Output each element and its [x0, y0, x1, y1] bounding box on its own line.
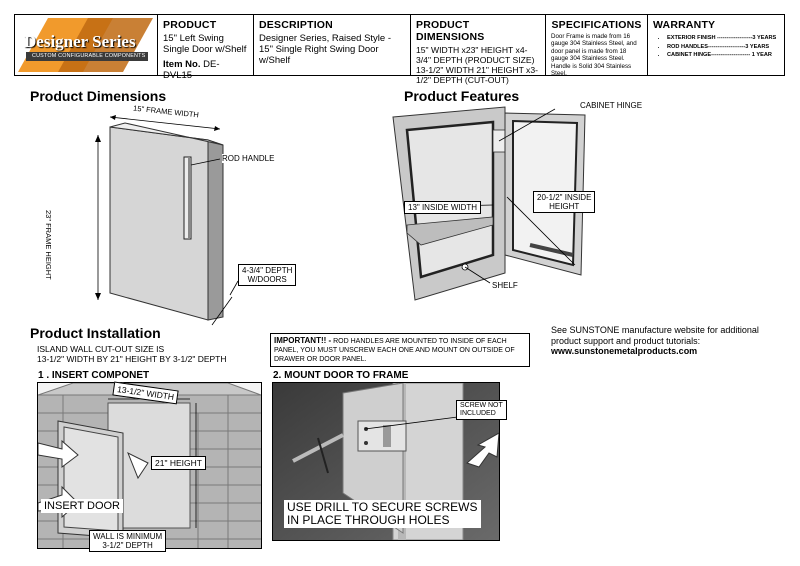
insert-door-label: INSERT DOOR: [41, 499, 123, 513]
door-dimensions-drawing: [95, 115, 239, 326]
dimensions-column: PRODUCT DIMENSIONS 15" WIDTH x23" HEIGHT…: [410, 15, 544, 85]
important-text: ROD HANDLES ARE MOUNTED TO INSIDE OF EAC…: [274, 338, 515, 363]
website-link[interactable]: www.sunstonemetalproducts.com: [551, 346, 698, 356]
depth-label-line1: 4-3/4" DEPTH: [242, 266, 293, 275]
warranty-item: CABINET HINGE--------------------- 1 YEA…: [667, 51, 779, 60]
specifications-column: SPECIFICATIONS Door Frame is made from 1…: [545, 15, 647, 78]
step2-title: 2. MOUNT DOOR TO FRAME: [273, 370, 409, 381]
frame-height-label: 23" FRAME HEIGHT: [44, 210, 53, 280]
dimensions-title: Product Dimensions: [30, 88, 167, 104]
warranty-item: EXTERIOR FINISH -------------------3 YEA…: [667, 34, 779, 43]
installation-title: Product Installation: [30, 325, 161, 341]
description-heading: DESCRIPTION: [259, 19, 333, 31]
step1-title: 1 . INSERT COMPONET: [38, 370, 150, 381]
warranty-item: ROD HANDLES--------------------3 YEARS: [667, 43, 779, 52]
cutout-line2: 13-1/2" WIDTH BY 21" HEIGHT BY 3-1/2" DE…: [37, 354, 227, 364]
wall-depth-line1: WALL IS MINIMUM: [93, 532, 163, 541]
inside-height-line1: 20-1/2" INSIDE: [537, 193, 592, 202]
important-note: IMPORTANT!! - ROD HANDLES ARE MOUNTED TO…: [270, 333, 530, 367]
warranty-heading: WARRANTY: [653, 19, 716, 31]
drill-line2: IN PLACE THROUGH HOLES: [287, 513, 450, 527]
dimensions-line1: 15" WIDTH x23" HEIGHT x4-3/4" DEPTH (PRO…: [416, 45, 535, 65]
dimensions-heading: PRODUCT DIMENSIONS: [416, 19, 485, 43]
warranty-column: WARRANTY EXTERIOR FINISH ---------------…: [647, 15, 784, 75]
item-no-value: DE-DVL15: [163, 59, 220, 81]
website-text: See SUNSTONE manufacture website for add…: [551, 325, 759, 346]
designer-series-logo: Designer Series CUSTOM CONFIGURABLE COMP…: [18, 18, 153, 72]
description-column: DESCRIPTION Designer Series, Raised Styl…: [253, 15, 402, 75]
wall-depth-line2: 3-1/2" DEPTH: [102, 541, 153, 550]
wall-depth-label: WALL IS MINIMUM 3-1/2" DEPTH: [89, 530, 167, 552]
website-note: See SUNSTONE manufacture website for add…: [551, 325, 776, 357]
shelf-label: SHELF: [492, 281, 518, 290]
logo-title: Designer Series: [24, 32, 136, 51]
screw-not-included-label: SCREW NOT INCLUDED: [456, 400, 507, 420]
item-no-label: Item No.: [163, 59, 201, 70]
depth-label-line2: W/DOORS: [247, 275, 287, 284]
product-text: 15" Left Swing Single Door w/Shelf: [163, 33, 247, 55]
drill-instruction-label: USE DRILL TO SECURE SCREWS IN PLACE THRO…: [284, 500, 481, 528]
rod-handle-label: ROD HANDLE: [222, 154, 275, 163]
screw-line2: INCLUDED: [460, 410, 496, 417]
logo-tagline: CUSTOM CONFIGURABLE COMPONENTS: [32, 53, 146, 59]
inside-height-label: 20-1/2" INSIDE HEIGHT: [533, 191, 596, 213]
header-banner: Designer Series CUSTOM CONFIGURABLE COMP…: [14, 14, 785, 85]
step1-illustration: [37, 382, 262, 549]
screw-line1: SCREW NOT: [460, 402, 503, 409]
features-title: Product Features: [404, 88, 520, 104]
specifications-text: Door Frame is made from 16 gauge 304 Sta…: [551, 33, 637, 78]
important-label: IMPORTANT!! -: [274, 336, 332, 345]
dimensions-line2: 13-1/2" WIDTH 21" HEIGHT x3-1/2" DEPTH (…: [416, 65, 538, 85]
inside-width-label: 13" INSIDE WIDTH: [404, 201, 482, 214]
cutout-size-text: ISLAND WALL CUT-OUT SIZE IS 13-1/2" WIDT…: [37, 344, 227, 364]
step1-height-label: 21" HEIGHT: [151, 456, 206, 470]
product-heading: PRODUCT: [163, 19, 217, 31]
specifications-heading: SPECIFICATIONS: [551, 19, 642, 31]
description-text: Designer Series, Raised Style - 15" Sing…: [259, 33, 391, 66]
cutout-line1: ISLAND WALL CUT-OUT SIZE IS: [37, 344, 165, 354]
product-column: PRODUCT 15" Left Swing Single Door w/She…: [157, 15, 253, 81]
drill-line1: USE DRILL TO SECURE SCREWS: [287, 500, 478, 514]
inside-height-line2: HEIGHT: [549, 202, 580, 211]
cabinet-hinge-label: CABINET HINGE: [580, 101, 643, 110]
depth-label: 4-3/4" DEPTH W/DOORS: [238, 264, 297, 286]
